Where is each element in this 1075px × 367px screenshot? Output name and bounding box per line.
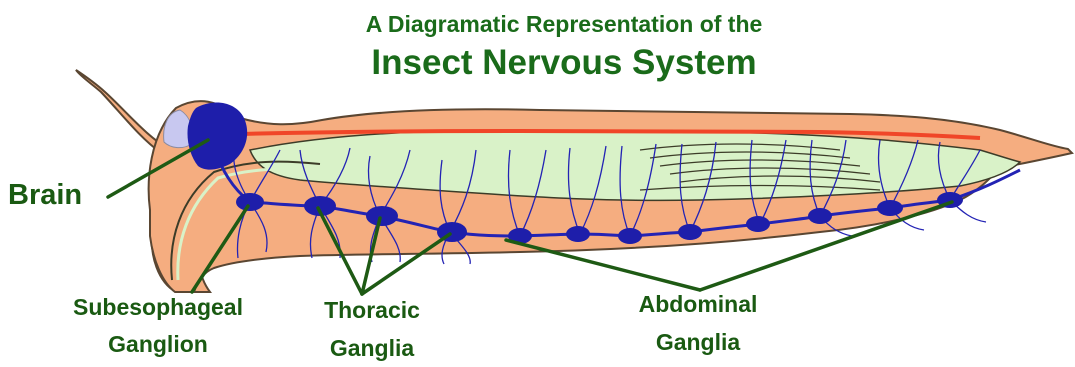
brain-label: Brain [8, 179, 82, 211]
abdominal-ganglion-5 [746, 216, 770, 232]
subesophageal-ganglion [236, 193, 264, 211]
abdominal-ganglion-7 [877, 200, 903, 216]
thoracic-label-line2: Ganglia [330, 335, 415, 361]
abdominal-label-line2: Ganglia [656, 329, 741, 355]
abdominal-ganglion-6 [808, 208, 832, 224]
antenna [76, 70, 168, 152]
diagram-title-line1: A Diagramatic Representation of the [366, 11, 763, 37]
diagram-title-line2: Insect Nervous System [371, 43, 756, 82]
subesophageal-label-line2: Ganglion [108, 331, 208, 357]
thoracic-ganglion-2 [366, 206, 398, 226]
abdominal-label-line1: Abdominal [639, 291, 758, 317]
abdominal-ganglion-3 [618, 228, 642, 244]
thoracic-label-line1: Thoracic [324, 297, 420, 323]
subesophageal-label-line1: Subesophageal [73, 294, 243, 320]
abdominal-ganglion-4 [678, 224, 702, 240]
abdominal-ganglion-2 [566, 226, 590, 242]
